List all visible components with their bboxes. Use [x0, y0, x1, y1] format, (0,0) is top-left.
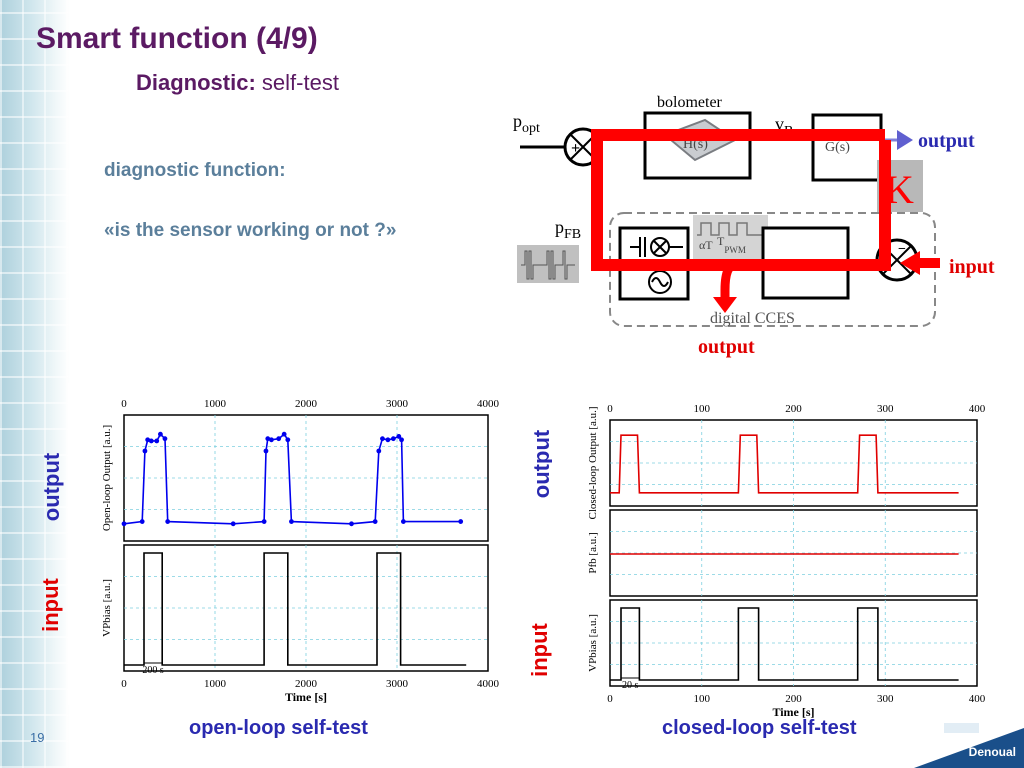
data-point	[121, 521, 127, 527]
x-tick-label-bottom: 100	[694, 693, 711, 705]
open-loop-output-side-label: output	[39, 452, 65, 522]
x-axis-label: Time [s]	[285, 690, 327, 704]
data-point	[281, 431, 287, 437]
alpha-label: αT	[699, 238, 713, 252]
y-axis-label: VPbias [a.u.]	[587, 614, 599, 672]
cces-label: digital CCES	[710, 310, 795, 327]
output-right-label: output	[918, 130, 975, 152]
x-tick-label-top: 1000	[204, 398, 227, 410]
data-point	[390, 436, 396, 442]
series-line	[610, 607, 959, 681]
x-tick-label-bottom: 400	[969, 693, 986, 705]
data-point	[148, 438, 154, 444]
minus-sign: −	[898, 242, 906, 257]
x-tick-label-top: 0	[121, 398, 127, 410]
data-point	[349, 521, 354, 527]
red-loop-path	[591, 129, 891, 271]
series-line	[124, 552, 467, 666]
slide-subtitle: Diagnostic: self-test	[136, 70, 339, 96]
gs-box	[811, 113, 883, 182]
diagnostic-question: «is the sensor working or not ?»	[104, 220, 397, 241]
y-axis-label: VPbias [a.u.]	[101, 579, 113, 637]
plus-sign: +	[571, 140, 580, 157]
data-point	[261, 519, 267, 524]
data-point	[399, 437, 404, 443]
y-axis-label: Pfb [a.u.]	[587, 532, 599, 573]
data-point	[142, 448, 148, 454]
gs-label: G(s)	[825, 140, 850, 155]
data-point	[230, 521, 236, 527]
data-point	[380, 436, 385, 442]
series-line	[123, 432, 461, 525]
data-point	[158, 431, 163, 437]
data-point	[165, 519, 171, 524]
open-loop-caption: open-loop self-test	[189, 717, 368, 739]
block-diagram: digital CCES popt + bolometer H(s) vB G(…	[513, 94, 995, 358]
x-tick-label-top: 200	[785, 403, 802, 415]
subtitle-rest: self-test	[255, 70, 339, 95]
data-point	[265, 436, 271, 442]
decorative-left-tiles	[0, 0, 70, 768]
x-tick-label-top: 2000	[295, 398, 318, 410]
data-point	[139, 519, 145, 524]
slide-number: 19	[30, 730, 45, 745]
x-tick-label-top: 100	[694, 403, 711, 415]
data-point	[162, 436, 168, 442]
x-tick-label-bottom: 300	[877, 693, 894, 705]
diagnostic-heading: diagnostic function:	[104, 160, 286, 181]
output-bottom-label: output	[698, 336, 755, 358]
data-point	[269, 437, 274, 443]
data-point	[385, 437, 391, 443]
duration-label: 200 s	[142, 665, 164, 676]
pfb-label: pFB	[555, 217, 581, 242]
x-axis-label: Time [s]	[772, 705, 814, 719]
bolometer-label: bolometer	[657, 94, 723, 111]
y-axis-label: Closed-loop Output [a.u.]	[587, 406, 599, 519]
data-point	[372, 519, 378, 524]
data-point	[145, 437, 151, 443]
data-point	[154, 438, 160, 444]
x-tick-label-bottom: 3000	[386, 678, 409, 690]
x-tick-label-top: 0	[607, 403, 613, 415]
duration-label: 20 s	[622, 680, 639, 691]
closed-loop-caption: closed-loop self-test	[662, 717, 857, 739]
closed-loop-input-side-label: input	[526, 623, 552, 677]
data-point	[276, 436, 282, 442]
series-line	[610, 434, 959, 494]
pwm-label: TPWM	[717, 234, 746, 255]
x-tick-label-top: 300	[877, 403, 894, 415]
data-point	[458, 519, 464, 524]
y-axis-label: Open-loop Output [a.u.]	[101, 425, 113, 531]
popt-label: popt	[513, 111, 540, 136]
data-point	[396, 434, 402, 439]
data-point	[400, 519, 406, 524]
slide-title: Smart function (4/9)	[36, 22, 318, 55]
open-loop-input-side-label: input	[37, 578, 63, 632]
x-tick-label-top: 4000	[477, 398, 500, 410]
x-tick-label-bottom: 0	[607, 693, 613, 705]
x-tick-label-bottom: 2000	[295, 678, 318, 690]
x-tick-label-bottom: 4000	[477, 678, 500, 690]
input-right-label: input	[949, 256, 995, 278]
author-name: Denoual	[968, 745, 1016, 759]
x-tick-label-bottom: 200	[785, 693, 802, 705]
subtitle-bold: Diagnostic:	[136, 70, 256, 95]
x-tick-label-top: 400	[969, 403, 986, 415]
x-tick-label-bottom: 0	[121, 678, 127, 690]
data-point	[289, 519, 294, 524]
data-point	[263, 448, 269, 454]
x-tick-label-top: 3000	[386, 398, 409, 410]
data-point	[376, 448, 382, 454]
data-point	[285, 437, 291, 443]
x-tick-label-bottom: 1000	[204, 678, 227, 690]
